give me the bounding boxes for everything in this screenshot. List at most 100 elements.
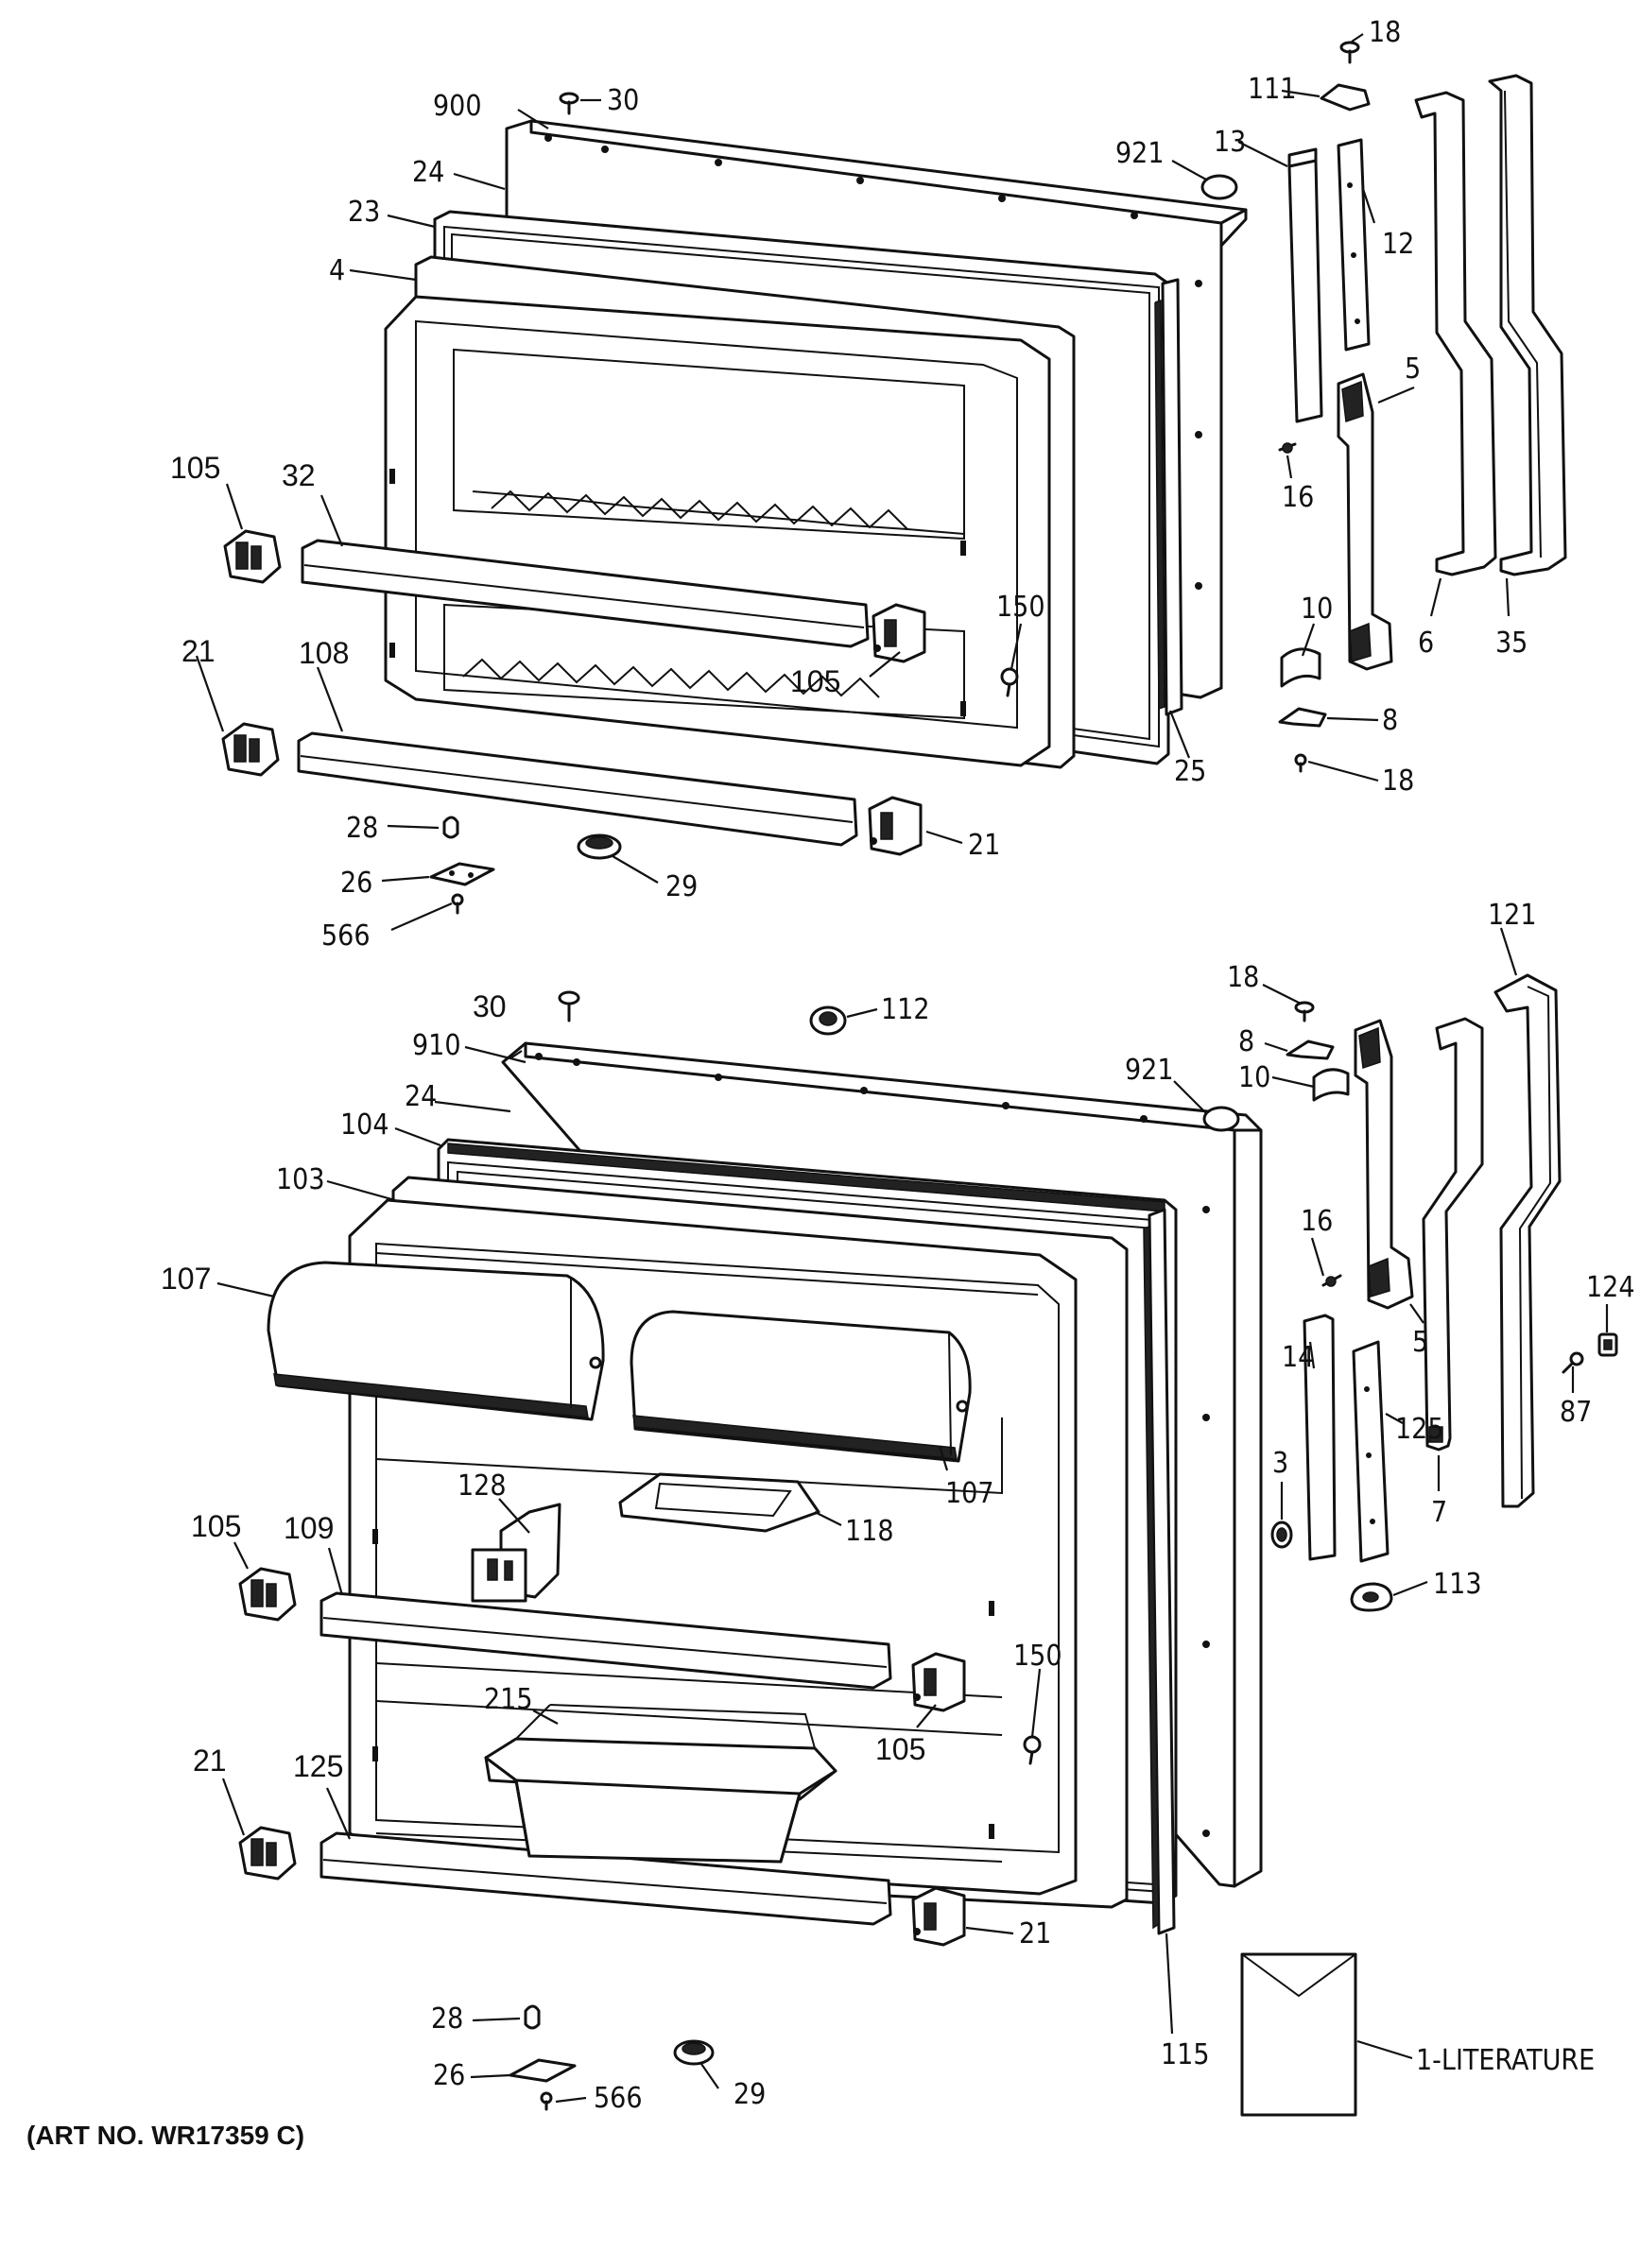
fresh-food-handle-end-cap-113 bbox=[1350, 1582, 1393, 1612]
freezer-panel-holes bbox=[544, 134, 1202, 590]
callout-4: 4 bbox=[329, 254, 345, 287]
fresh-food-door-bin bbox=[484, 1704, 837, 1864]
callout-12: 12 bbox=[1382, 228, 1414, 261]
fresh-food-handle-screw-16 bbox=[1321, 1274, 1342, 1287]
fresh-food-hinge-plate-26 bbox=[509, 2058, 577, 2083]
fresh-food-callouts: 121 18 30 112 910 8 921 10 24 104 103 16… bbox=[161, 899, 1635, 2115]
fresh-food-handle-mounting-plate-125 bbox=[1352, 1340, 1390, 1563]
freezer-inner-door-liner bbox=[384, 295, 1051, 767]
freezer-side-gasket-strip bbox=[1161, 278, 1183, 716]
freezer-shelf-end-cap-21-left bbox=[221, 722, 280, 777]
callout-112: 112 bbox=[881, 993, 930, 1026]
callout-32: 32 bbox=[282, 458, 316, 492]
art-number-caption: (ART NO. WR17359 C) bbox=[26, 2121, 305, 2150]
freezer-shelf-bar-lower bbox=[297, 731, 858, 847]
freezer-handle-bracket-5 bbox=[1337, 372, 1393, 671]
fresh-food-handle-121 bbox=[1493, 973, 1562, 1508]
callout-literature: 1-LITERATURE bbox=[1416, 2044, 1595, 2077]
callout-28: 28 bbox=[431, 2002, 463, 2036]
freezer-plug-921 bbox=[1200, 174, 1238, 200]
callout-21b: 21 bbox=[968, 829, 1000, 862]
callout-150: 150 bbox=[1013, 1640, 1062, 1673]
fresh-food-shelf-bar-lower bbox=[319, 1831, 892, 1926]
callout-910: 910 bbox=[412, 1029, 461, 1062]
fresh-food-dairy-compartment-door-left bbox=[267, 1261, 605, 1421]
freezer-door-stop-28 bbox=[442, 816, 459, 839]
callout-121: 121 bbox=[1488, 899, 1537, 932]
fresh-food-handle-trim-10 bbox=[1312, 1068, 1350, 1102]
freezer-leader-lines bbox=[195, 33, 1511, 932]
callout-23: 23 bbox=[348, 196, 380, 229]
callout-29: 29 bbox=[734, 2078, 766, 2111]
callout-105: 105 bbox=[170, 451, 220, 485]
callout-118: 118 bbox=[845, 1515, 894, 1548]
freezer-handle-cover-13 bbox=[1287, 147, 1323, 423]
callout-10: 10 bbox=[1301, 593, 1333, 626]
callout-16: 16 bbox=[1301, 1205, 1333, 1238]
callout-24: 24 bbox=[405, 1080, 437, 1113]
callout-30: 30 bbox=[607, 84, 639, 117]
freezer-hinge-plate-26 bbox=[429, 862, 495, 886]
callout-215: 215 bbox=[484, 1683, 533, 1716]
callout-18b: 18 bbox=[1382, 765, 1414, 798]
fresh-food-bumper-29 bbox=[673, 2039, 715, 2066]
callout-900: 900 bbox=[433, 90, 482, 123]
callout-3: 3 bbox=[1272, 1447, 1288, 1480]
callout-5: 5 bbox=[1405, 352, 1421, 386]
callout-18: 18 bbox=[1369, 16, 1401, 49]
freezer-screw-566 bbox=[451, 893, 464, 915]
callout-10: 10 bbox=[1238, 1061, 1270, 1094]
callout-16: 16 bbox=[1282, 481, 1314, 514]
callout-105b: 105 bbox=[790, 664, 840, 698]
callout-566: 566 bbox=[321, 919, 371, 953]
callout-128: 128 bbox=[457, 1469, 507, 1503]
callout-6: 6 bbox=[1418, 627, 1434, 660]
callout-109: 109 bbox=[284, 1511, 334, 1545]
freezer-upper-shelf-area bbox=[453, 348, 965, 541]
callout-921: 921 bbox=[1115, 137, 1165, 170]
callout-105b: 105 bbox=[875, 1732, 925, 1766]
freezer-bumper-29 bbox=[577, 833, 622, 860]
fresh-food-handle-screw-87 bbox=[1562, 1351, 1584, 1374]
callout-87: 87 bbox=[1560, 1396, 1592, 1429]
fresh-food-handle-cap-124 bbox=[1597, 1332, 1618, 1357]
callout-125: 125 bbox=[1395, 1413, 1444, 1446]
callout-8: 8 bbox=[1382, 704, 1398, 737]
callout-24: 24 bbox=[412, 156, 444, 189]
callout-28: 28 bbox=[346, 812, 378, 845]
fresh-food-panel-holes bbox=[535, 1053, 1210, 1837]
callout-30: 30 bbox=[473, 989, 507, 1023]
fresh-food-handle-bracket-5 bbox=[1354, 1019, 1414, 1310]
callout-125b: 125 bbox=[293, 1749, 343, 1783]
fresh-food-shelf-bar-upper bbox=[319, 1591, 892, 1690]
freezer-handle-35 bbox=[1488, 74, 1567, 576]
callout-29: 29 bbox=[665, 870, 698, 903]
fresh-food-thermostat-cover bbox=[471, 1503, 561, 1603]
fresh-food-handle-screw-18 bbox=[1294, 1001, 1315, 1022]
freezer-handle-6 bbox=[1414, 91, 1497, 576]
freezer-screw-30 bbox=[559, 92, 579, 115]
freezer-shelf-bar-upper bbox=[301, 539, 870, 648]
callout-150: 150 bbox=[996, 591, 1045, 624]
freezer-shelf-end-cap-21-right bbox=[868, 796, 923, 856]
fresh-food-egg-tray bbox=[618, 1472, 820, 1533]
freezer-handle-screw-18b bbox=[1294, 753, 1307, 773]
freezer-shelf-end-cap-105-left bbox=[223, 529, 282, 584]
callout-566: 566 bbox=[594, 2082, 643, 2115]
fresh-food-shelf-end-cap-21-right bbox=[911, 1886, 966, 1947]
freezer-screw-150 bbox=[1000, 667, 1019, 697]
callout-13: 13 bbox=[1214, 126, 1246, 159]
callout-105: 105 bbox=[191, 1509, 241, 1543]
callout-107: 107 bbox=[161, 1262, 211, 1296]
freezer-handle-screw-18 bbox=[1339, 41, 1360, 64]
callout-21: 21 bbox=[193, 1744, 227, 1778]
literature-envelope bbox=[1240, 1952, 1357, 2117]
callout-26: 26 bbox=[433, 2059, 465, 2092]
callout-103: 103 bbox=[276, 1163, 325, 1196]
callout-104: 104 bbox=[340, 1108, 389, 1142]
freezer-handle-cap-111 bbox=[1320, 83, 1371, 112]
fresh-food-shelf-end-cap-105-right bbox=[911, 1652, 966, 1712]
fresh-food-plug-112 bbox=[809, 1005, 847, 1036]
callout-108: 108 bbox=[299, 636, 349, 670]
